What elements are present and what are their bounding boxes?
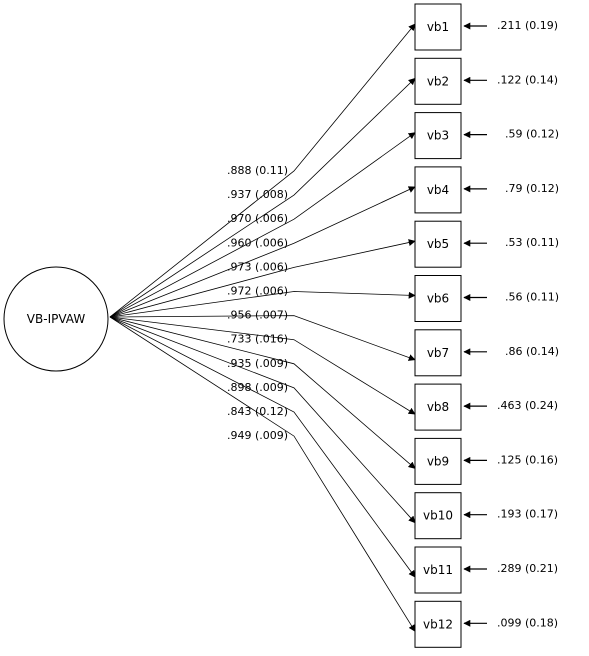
loading-label-vb1: .888 (0.11)	[227, 164, 288, 177]
loading-label-vb12: .949 (.009)	[227, 429, 288, 442]
error-label-vb3: .59 (0.12)	[505, 128, 559, 141]
indicator-vb3[interactable]: vb3	[414, 112, 462, 160]
indicator-vb10[interactable]: vb10	[414, 492, 462, 540]
loading-paths	[109, 23, 416, 632]
indicator-label: vb6	[427, 292, 449, 306]
latent-variable[interactable]: VB-IPVAW	[3, 266, 109, 372]
indicator-vb2[interactable]: vb2	[414, 57, 462, 105]
indicator-label: vb11	[423, 563, 453, 577]
indicator-box[interactable]	[414, 383, 462, 431]
loading-label-vb10: .898 (.009)	[227, 381, 288, 394]
indicator-label: vb5	[427, 237, 449, 251]
indicator-label: vb9	[427, 454, 449, 468]
loading-label-vb11: .843 (0.12)	[227, 405, 288, 418]
indicator-vb6[interactable]: vb6	[414, 275, 462, 322]
latent-circle[interactable]	[3, 266, 109, 372]
loading-path-vb12	[109, 316, 416, 632]
error-label-vb7: .86 (0.14)	[505, 345, 559, 358]
error-label-vb12: .099 (0.18)	[497, 616, 558, 629]
loading-path-vb7	[109, 315, 416, 361]
loading-path-vb1	[109, 23, 416, 318]
indicator-boxes: vb1 vb2 vb3 vb4 vb5 vb6 vb7 vb8 vb9 vb10 vb11 vb12	[414, 3, 462, 648]
error-label-vb2: .122 (0.14)	[497, 73, 558, 86]
loading-label-vb3: .970 (.006)	[227, 212, 288, 225]
indicator-label: vb4	[427, 183, 449, 197]
indicator-box[interactable]	[414, 546, 462, 594]
error-label-vb9: .125 (0.16)	[497, 453, 558, 466]
loading-label-vb2: .937 (.008)	[227, 188, 288, 201]
indicator-vb7[interactable]: vb7	[414, 329, 462, 377]
error-label-vb10: .193 (0.17)	[497, 508, 558, 521]
indicator-box[interactable]	[414, 437, 462, 485]
indicator-vb12[interactable]: vb12	[414, 600, 462, 648]
loading-path-vb11	[109, 316, 416, 578]
error-label-vb6: .56 (0.11)	[505, 291, 559, 304]
indicator-label: vb2	[427, 74, 449, 88]
error-arrows	[463, 22, 487, 627]
indicator-box[interactable]	[414, 275, 462, 322]
loading-path-vb6	[109, 291, 416, 318]
loading-label-vb5: .973 (.006)	[227, 260, 288, 273]
loading-path-vb4	[109, 186, 416, 318]
loading-label-vb6: .972 (.006)	[227, 285, 288, 298]
error-label-vb8: .463 (0.24)	[497, 399, 558, 412]
indicator-vb9[interactable]: vb9	[414, 437, 462, 485]
error-label-vb11: .289 (0.21)	[497, 562, 558, 575]
indicator-label: vb8	[427, 400, 449, 414]
indicator-vb1[interactable]: vb1	[414, 3, 462, 51]
loading-path-vb10	[109, 316, 416, 524]
indicator-vb11[interactable]: vb11	[414, 546, 462, 594]
loading-label-vb7: .956 (.007)	[227, 309, 288, 322]
error-label-vb4: .79 (0.12)	[505, 182, 559, 195]
indicator-box[interactable]	[414, 3, 462, 51]
indicator-label: vb12	[423, 617, 453, 631]
loading-labels: .888 (0.11) .937 (.008) .970 (.006) .960 (.…	[227, 164, 288, 442]
indicator-box[interactable]	[414, 329, 462, 377]
loading-path-vb3	[109, 132, 416, 318]
error-labels: .211 (0.19) .122 (0.14) .59 (0.12) .79 (0.1…	[497, 19, 559, 629]
loading-path-vb5	[109, 239, 416, 318]
loading-label-vb9: .935 (.009)	[227, 357, 288, 370]
indicator-box[interactable]	[414, 600, 462, 648]
indicator-label: vb3	[427, 129, 449, 143]
indicator-box[interactable]	[414, 57, 462, 105]
indicator-box[interactable]	[414, 166, 462, 214]
indicator-label: vb10	[423, 509, 453, 523]
latent-label: VB-IPVAW	[27, 312, 86, 326]
loading-path-vb2	[109, 77, 416, 318]
loading-label-vb4: .960 (.006)	[227, 236, 288, 249]
indicator-box[interactable]	[414, 220, 462, 268]
indicator-label: vb7	[427, 346, 449, 360]
error-label-vb1: .211 (0.19)	[497, 19, 558, 32]
loading-path-vb9	[109, 316, 416, 469]
indicator-box[interactable]	[414, 112, 462, 160]
indicator-box[interactable]	[414, 492, 462, 540]
indicator-vb8[interactable]: vb8	[414, 383, 462, 431]
error-label-vb5: .53 (0.11)	[505, 236, 559, 249]
indicator-vb4[interactable]: vb4	[414, 166, 462, 214]
indicator-label: vb1	[427, 20, 449, 34]
loading-label-vb8: .733 (.016)	[227, 333, 288, 346]
indicator-vb5[interactable]: vb5	[414, 220, 462, 268]
loading-path-vb8	[109, 316, 416, 415]
